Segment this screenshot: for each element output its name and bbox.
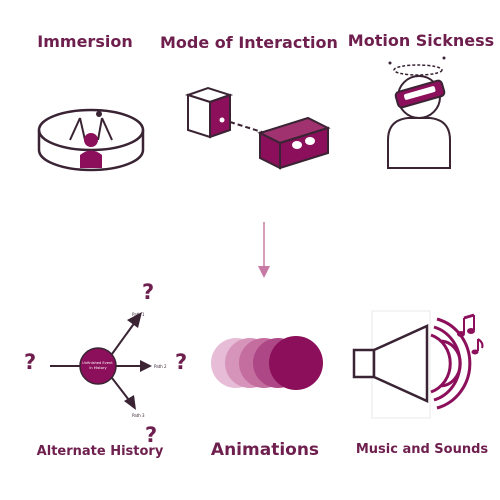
motion-sickness-icon	[387, 56, 451, 169]
question-mark-path-1: ?	[142, 280, 155, 304]
animations-icon	[211, 336, 323, 390]
immersion-label: Immersion	[37, 32, 133, 51]
immersion-icon	[37, 108, 145, 172]
alternate-history-label: Alternate History	[36, 444, 164, 459]
history-center-node	[79, 347, 117, 385]
question-mark-path-2: ?	[175, 350, 188, 374]
music-and-sounds-label: Music and Sounds	[355, 442, 489, 457]
question-mark-left: ?	[24, 350, 37, 374]
alternate-history-diagram: Unfinished Event In History Path 1 Path …	[50, 312, 167, 418]
motion-sickness-label: Motion Sickness	[347, 31, 495, 50]
music-note-icon	[457, 313, 475, 337]
mode-of-interaction-icon	[184, 86, 331, 170]
path-2-label: Path 2	[154, 364, 167, 369]
music-note-small-icon	[471, 338, 484, 355]
svg-text:Unfinished Event In Hist: Unfinished Event In History	[82, 361, 114, 370]
path-1-label: Path 1	[132, 312, 145, 317]
history-center-label-2: In History	[89, 366, 107, 370]
history-center-label-1: Unfinished Event	[82, 361, 113, 365]
mode-of-interaction-label: Mode of Interaction	[160, 33, 338, 52]
path-3-label: Path 3	[132, 413, 145, 418]
music-sounds-icon	[352, 310, 484, 419]
animations-label: Animations	[210, 440, 320, 460]
question-mark-path-3: ?	[145, 423, 158, 447]
